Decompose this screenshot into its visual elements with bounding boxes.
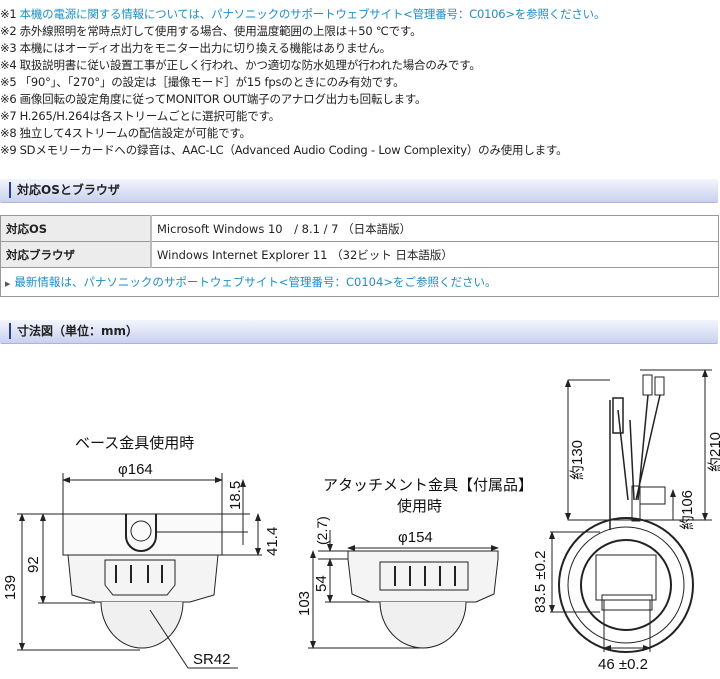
svg-text:92: 92 (25, 556, 42, 573)
bullet-triangle-icon: ▶ (5, 280, 11, 288)
svg-text:139: 139 (2, 575, 19, 600)
svg-text:約130: 約130 (569, 440, 586, 480)
camera-side-view-base: ベース金具使用時 φ164 SR42 139 92 18.5 41.4 (2, 435, 281, 669)
svg-text:41.4: 41.4 (264, 527, 281, 556)
camera-top-view: 約130 約210 約106 83.5 ±0.2 46 ±0.2 (532, 369, 720, 673)
svg-text:SR42: SR42 (193, 651, 231, 668)
svg-text:φ154: φ154 (398, 529, 433, 546)
support-link[interactable]: 最新情報は、パナソニックのサポートウェブサイト<管理番号：C0104>をご参照く… (14, 275, 497, 289)
svg-text:18.5: 18.5 (227, 481, 244, 510)
svg-text:(2.7): (2.7) (314, 516, 330, 545)
section-header-os: 対応OSとブラウザ (0, 179, 718, 203)
note-5: ※5「90°」、「270°」の設定は［撮像モード］が15 fpsのときにのみ有効… (0, 75, 405, 89)
svg-text:約106: 約106 (679, 490, 696, 530)
svg-text:46 ±0.2: 46 ±0.2 (598, 656, 648, 673)
svg-text:83.5 ±0.2: 83.5 ±0.2 (532, 551, 549, 613)
svg-text:103: 103 (296, 591, 313, 616)
note-1-link[interactable]: 本機の電源に関する情報については、パナソニックのサポートウェブサイト<管理番号：… (19, 7, 606, 21)
svg-text:ベース金具使用時: ベース金具使用時 (75, 435, 194, 452)
svg-text:54: 54 (313, 575, 330, 592)
table-row: ▶最新情報は、パナソニックのサポートウェブサイト<管理番号：C0104>をご参照… (0, 267, 719, 297)
svg-text:約210: 約210 (707, 432, 720, 472)
section-header-dimensions: 寸法図（単位：mm） (0, 320, 718, 344)
camera-side-view-attachment: アタッチメント金具【付属品】 使用時 φ154 (2.7) 54 103 (296, 477, 533, 649)
dimension-drawing: ベース金具使用時 φ164 SR42 139 92 18.5 41.4 アタッチ… (2, 369, 720, 673)
svg-text:アタッチメント金具【付属品】: アタッチメント金具【付属品】 (323, 477, 533, 494)
svg-text:使用時: 使用時 (397, 498, 442, 515)
svg-text:φ164: φ164 (118, 461, 153, 478)
